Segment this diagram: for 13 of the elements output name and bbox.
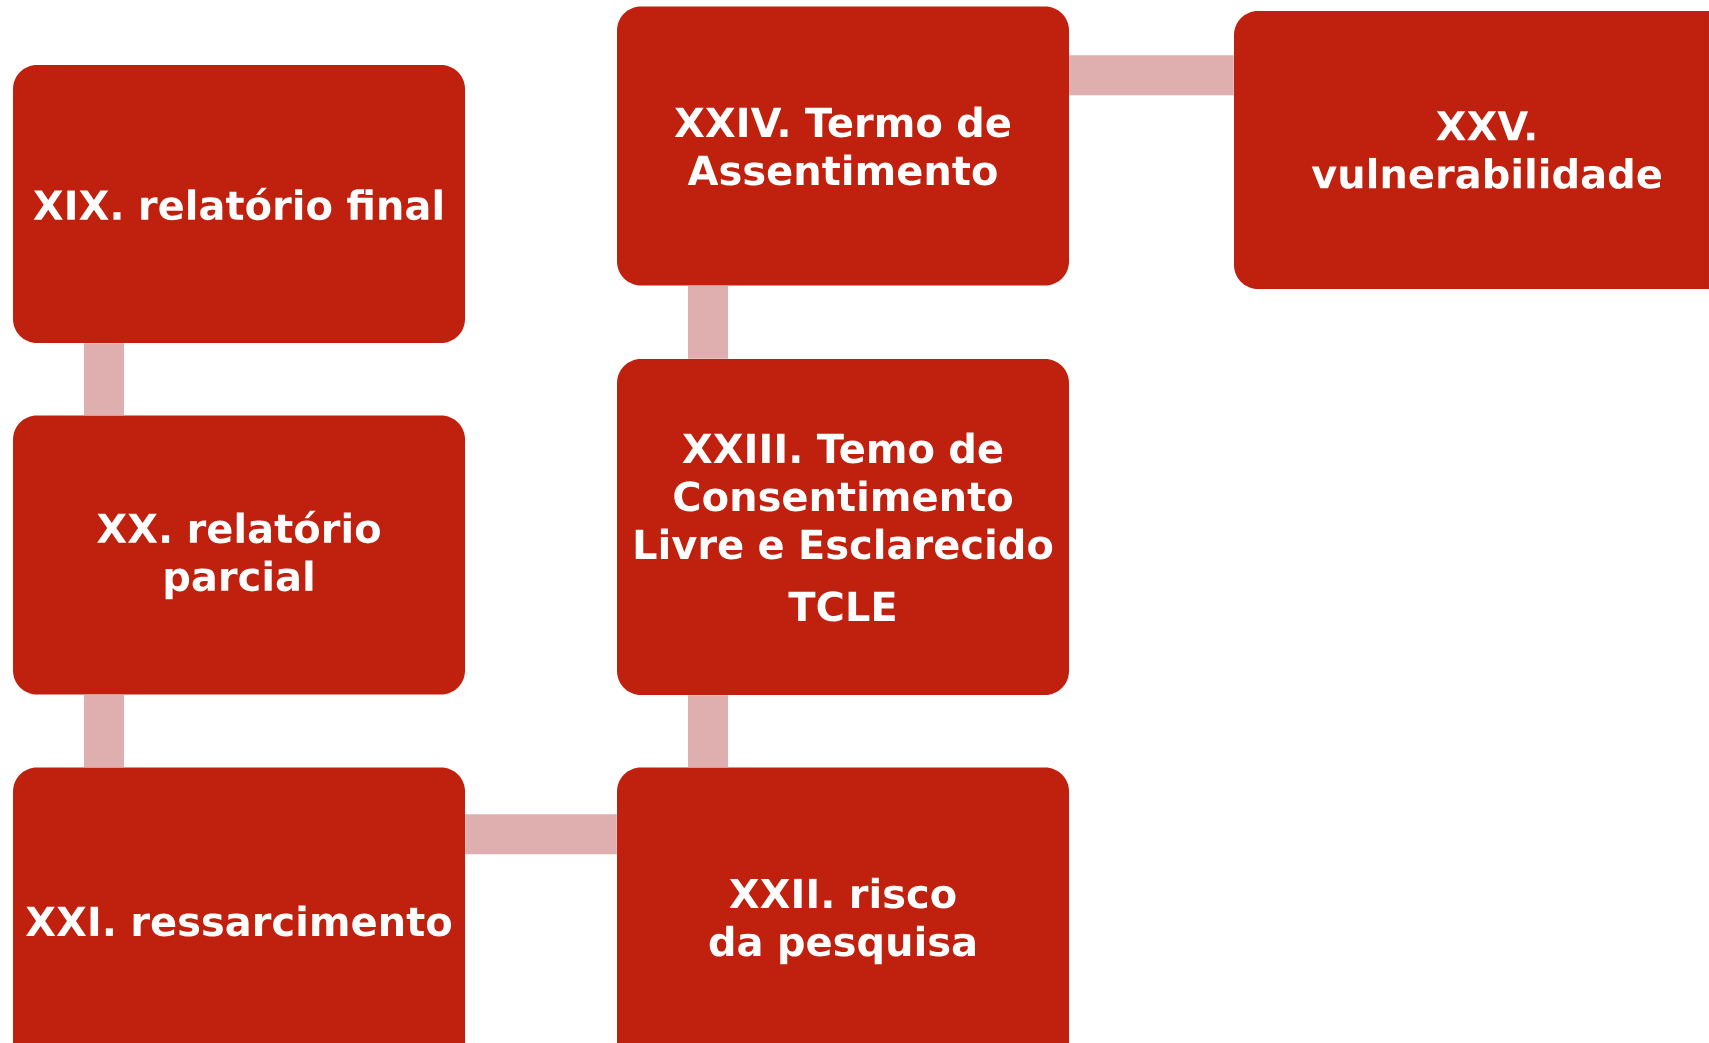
process-box: XXV. vulnerabilidade — [1234, 11, 1709, 289]
connector-bar — [84, 694, 124, 768]
process-box: XXIII. Temo de Consentimento Livre e Esclarecido TCLE — [617, 359, 1069, 695]
process-box: XXI. ressarcimento — [13, 767, 465, 1043]
connector-bar — [688, 695, 728, 768]
connector-bar — [1069, 55, 1234, 96]
connector-bar — [84, 343, 124, 416]
connector-bar — [465, 814, 617, 855]
process-box: XX. relatório parcial — [13, 415, 465, 695]
process-box: XIX. relatório final — [13, 65, 465, 343]
process-box: XXII. risco da pesquisa — [617, 767, 1069, 1043]
connector-bar — [688, 285, 728, 359]
process-box: XXIV. Termo de Assentimento — [617, 6, 1069, 286]
